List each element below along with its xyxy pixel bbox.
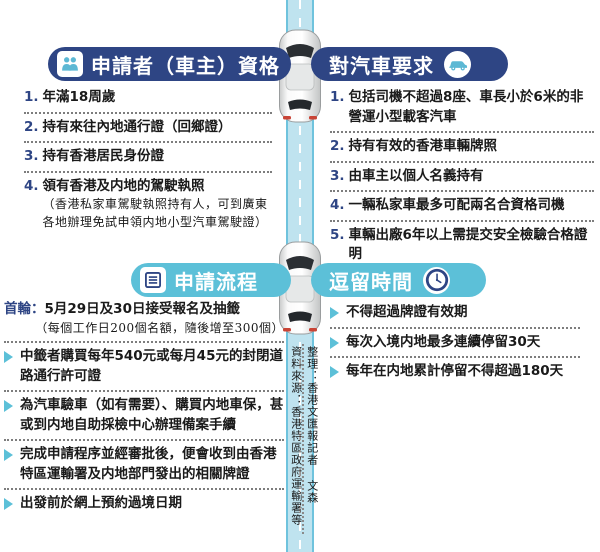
list-item: 5. 車輛出廠6年以上需提交安全檢驗合格證明 xyxy=(330,219,594,269)
list-item: 為汽車驗車（如有需要）、購買内地車保，甚或到内地自助採檢中心辦理備案手續 xyxy=(4,390,284,439)
list-item: 4. 領有香港及内地的駕駛執照 （香港私家車駕駛執照持有人，可到廣東各地辦理免試… xyxy=(24,170,272,235)
list-item: 3. 持有香港居民身份證 xyxy=(24,141,272,171)
item-text: 車輛出廠6年以上需提交安全檢驗合格證明 xyxy=(348,226,588,263)
item-number: 3. xyxy=(24,148,39,165)
list-item: 4. 一輛私家車最多可配兩名合資格司機 xyxy=(330,190,594,220)
triangle-bullet-icon xyxy=(330,336,339,349)
item-text: 每次入境内地最多連續停留30天 xyxy=(346,333,541,350)
item-number: 5. xyxy=(330,226,345,243)
item-text: 為汽車驗車（如有需要）、購買内地車保，甚或到内地自助採檢中心辦理備案手續 xyxy=(20,397,284,433)
section-title-stay: 逗留時間 xyxy=(329,269,413,294)
lead-note: （每個工作日200個名額，隨後增至300個） xyxy=(35,320,284,335)
list-item: 1. 年滿18周歲 xyxy=(24,88,272,112)
item-text: 由車主以個人名義持有 xyxy=(348,167,484,184)
list-item-lead: 首輪：5月29日及30日接受報名及抽籤 （每個工作日200個名額，隨後增至300… xyxy=(4,300,284,341)
item-text: 持有來往內地通行證（回鄉證） xyxy=(42,118,232,135)
list-item: 3. 由車主以個人名義持有 xyxy=(330,160,594,191)
clock-icon xyxy=(423,266,450,294)
item-text: 持有香港居民身份證 xyxy=(42,148,165,165)
item-text: 出發前於網上預約過境日期 xyxy=(20,495,182,512)
item-number: 3. xyxy=(330,167,345,184)
item-number: 4. xyxy=(24,177,39,194)
triangle-bullet-icon xyxy=(4,400,13,413)
lead-text: 5月29日及30日接受報名及抽籤 xyxy=(44,301,240,317)
list-item: 中籤者購買每年540元或每月45元的封閉道路通行許可證 xyxy=(4,340,284,390)
triangle-bullet-icon xyxy=(4,449,13,462)
list-item: 2. 持有來往內地通行證（回鄉證） xyxy=(24,111,272,142)
list-item: 出發前於網上預約過境日期 xyxy=(4,488,284,518)
car-top-icon xyxy=(277,28,323,124)
section-header-process: 申請流程 xyxy=(131,263,291,297)
list-icon xyxy=(140,267,166,293)
item-number: 2. xyxy=(330,138,345,155)
list-item: 每次入境内地最多連續停留30天 xyxy=(330,326,580,357)
triangle-bullet-icon xyxy=(330,366,339,379)
list-item: 2. 持有有效的香港車輛牌照 xyxy=(330,131,594,161)
section-title-applicant: 申請者（車主）資格 xyxy=(91,53,280,78)
list-item: 不得超過牌證有效期 xyxy=(330,303,580,327)
list-item: 每年在内地累計停留不得超過180天 xyxy=(330,356,580,386)
section-header-applicant: 申請者（車主）資格 xyxy=(48,47,291,81)
triangle-bullet-icon xyxy=(4,350,13,363)
credit-editor: 整理：香港文匯報記者 文森 xyxy=(305,346,319,504)
item-number: 4. xyxy=(330,197,345,214)
item-text: 一輛私家車最多可配兩名合資格司機 xyxy=(348,197,565,214)
item-text: 持有有效的香港車輛牌照 xyxy=(348,138,498,155)
section-title-process: 申請流程 xyxy=(174,269,258,294)
item-text: 年滿18周歲 xyxy=(42,89,116,105)
triangle-bullet-icon xyxy=(330,307,339,319)
triangle-bullet-icon xyxy=(4,498,13,511)
lead-label: 首輪： xyxy=(4,301,45,317)
item-number: 1. xyxy=(330,89,345,105)
process-list: 首輪：5月29日及30日接受報名及抽籤 （每個工作日200個名額，隨後增至300… xyxy=(4,300,284,518)
car-icon xyxy=(444,50,471,78)
stay-list: 不得超過牌證有效期 每次入境内地最多連續停留30天 每年在内地累計停留不得超過1… xyxy=(330,303,580,386)
list-item: 1. 包括司機不超過8座、車長小於6米的非營運小型載客汽車 xyxy=(330,88,594,131)
people-icon xyxy=(57,51,83,77)
item-text: 不得超過牌證有效期 xyxy=(346,304,468,320)
section-header-stay: 逗留時間 xyxy=(311,263,486,297)
applicant-list: 1. 年滿18周歲 2. 持有來往內地通行證（回鄉證） 3. 持有香港居民身份證… xyxy=(24,88,272,235)
item-number: 1. xyxy=(24,89,39,105)
item-text: 完成申請程序並經審批後，便會收到由香港特區運輸署及内地部門發出的相關牌證 xyxy=(20,446,277,482)
vehicle-list: 1. 包括司機不超過8座、車長小於6米的非營運小型載客汽車 2. 持有有效的香港… xyxy=(330,88,594,269)
item-number: 2. xyxy=(24,118,39,135)
item-text: 領有香港及内地的駕駛執照 xyxy=(42,177,205,194)
section-title-vehicle: 對汽車要求 xyxy=(329,53,434,78)
item-note: （香港私家車駕駛執照持有人，可到廣東各地辦理免試申領内地小型汽車駕駛證） xyxy=(42,197,268,229)
section-header-vehicle: 對汽車要求 xyxy=(311,47,508,81)
item-text: 包括司機不超過8座、車長小於6米的非營運小型載客汽車 xyxy=(348,89,584,125)
credits-divider xyxy=(302,344,304,534)
item-text: 每年在内地累計停留不得超過180天 xyxy=(346,363,564,380)
item-text: 中籤者購買每年540元或每月45元的封閉道路通行許可證 xyxy=(20,347,283,384)
credit-source: 資料來源：香港特區政府運輸署等 xyxy=(289,346,303,526)
list-item: 完成申請程序並經審批後，便會收到由香港特區運輸署及内地部門發出的相關牌證 xyxy=(4,439,284,488)
